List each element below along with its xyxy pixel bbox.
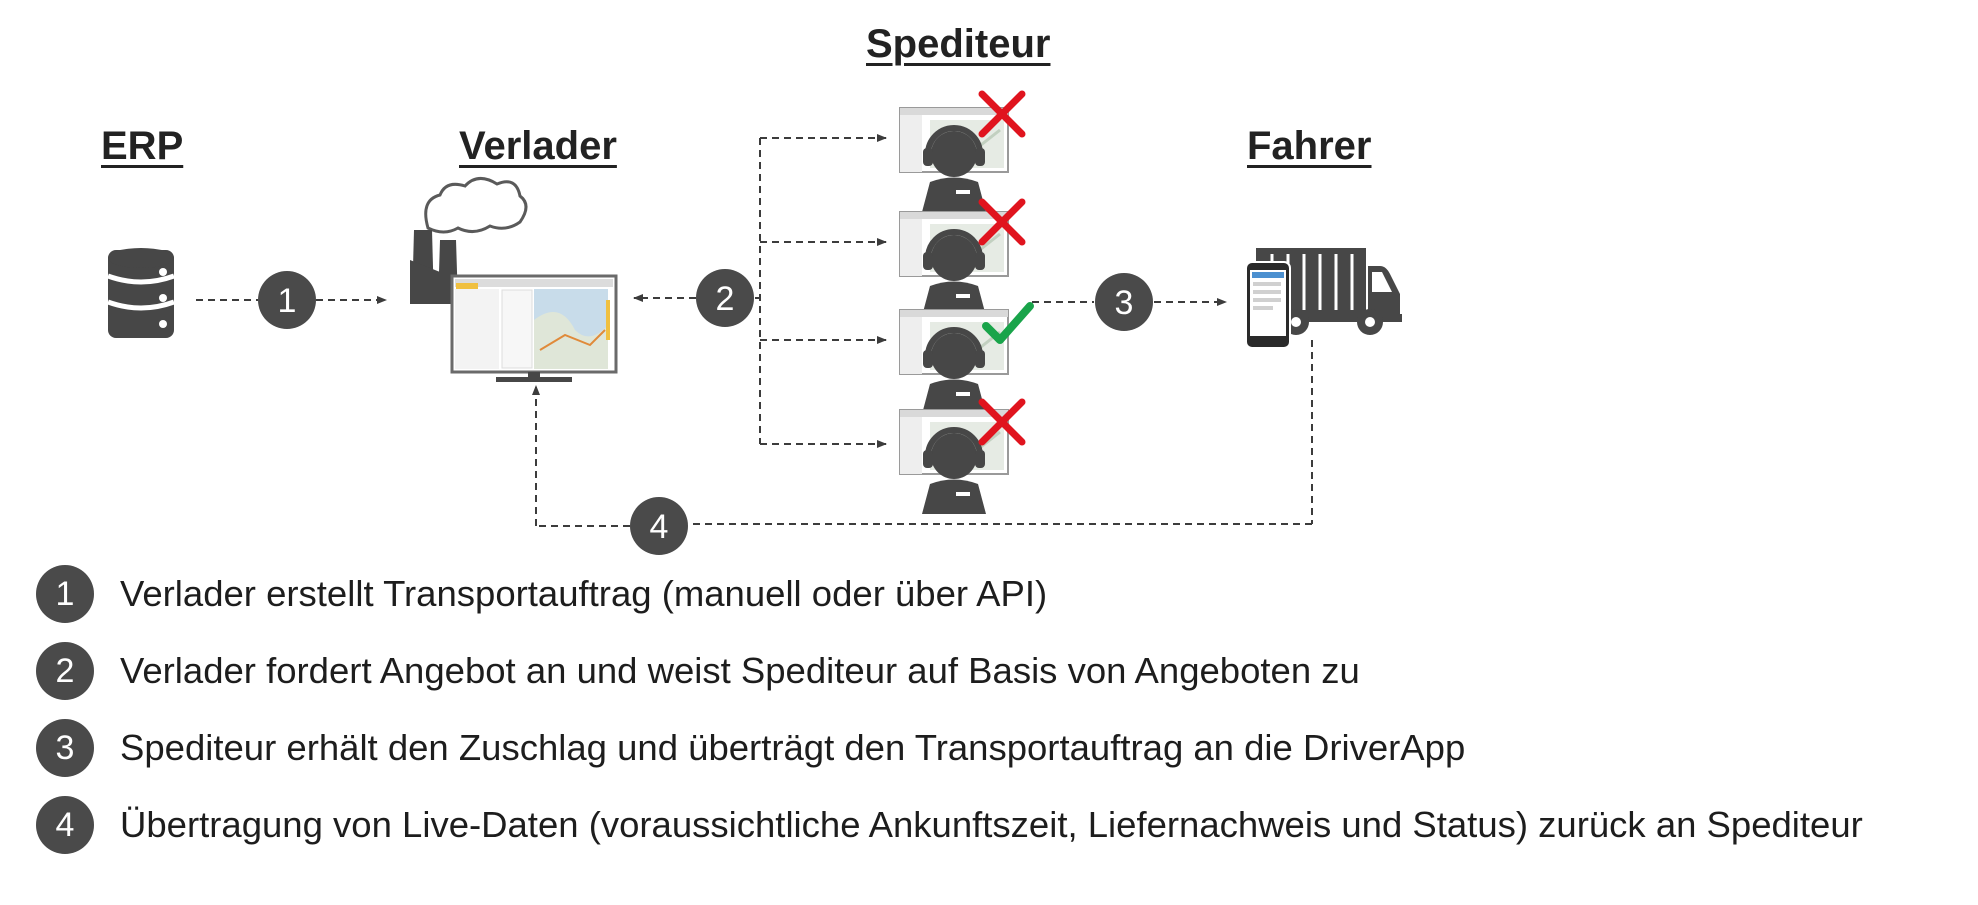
step-badge-4: 4 — [630, 497, 688, 555]
legend-number: 1 — [36, 565, 94, 623]
heading-verlader: Verlader — [459, 124, 617, 168]
heading-erp: ERP — [101, 124, 184, 168]
svg-text:4: 4 — [650, 508, 669, 546]
accept-check-icon — [982, 302, 1034, 344]
step-badge-1: 1 — [258, 271, 316, 329]
legend-item-3: 3 Spediteur erhält den Zuschlag und über… — [36, 717, 1465, 779]
flow-graphic: 1 2 3 4 — [107, 0, 1402, 555]
legend-text: Spediteur erhält den Zuschlag und übertr… — [120, 727, 1466, 768]
legend-item-1: 1 Verlader erstellt Transportauftrag (ma… — [36, 563, 1047, 625]
legend-text: Übertragung von Live-Daten (voraussichtl… — [120, 804, 1863, 845]
legend-number: 2 — [36, 642, 94, 700]
legend-item-4: 4 Übertragung von Live-Daten (voraussich… — [36, 794, 1863, 856]
step-badge-2: 2 — [696, 269, 754, 327]
legend-text: Verlader fordert Angebot an und weist Sp… — [120, 650, 1360, 691]
heading-spediteur: Spediteur — [866, 22, 1051, 66]
database-icon — [107, 248, 175, 338]
svg-text:1: 1 — [278, 282, 297, 320]
truck-with-phone-icon — [1245, 248, 1402, 349]
legend-number: 3 — [36, 719, 94, 777]
legend-text: Verlader erstellt Transportauftrag (manu… — [120, 573, 1048, 614]
legend-item-2: 2 Verlader fordert Angebot an und weist … — [36, 640, 1360, 702]
dispatcher-icon-3 — [900, 310, 1008, 414]
step-badge-3: 3 — [1095, 273, 1153, 331]
svg-text:2: 2 — [716, 280, 735, 318]
factory-with-monitor-icon — [410, 177, 618, 382]
svg-text:3: 3 — [1115, 284, 1134, 322]
dispatcher-icon-4 — [900, 410, 1008, 514]
flow-connectors — [196, 134, 1313, 527]
legend-number: 4 — [36, 796, 94, 854]
heading-fahrer: Fahrer — [1247, 124, 1372, 168]
